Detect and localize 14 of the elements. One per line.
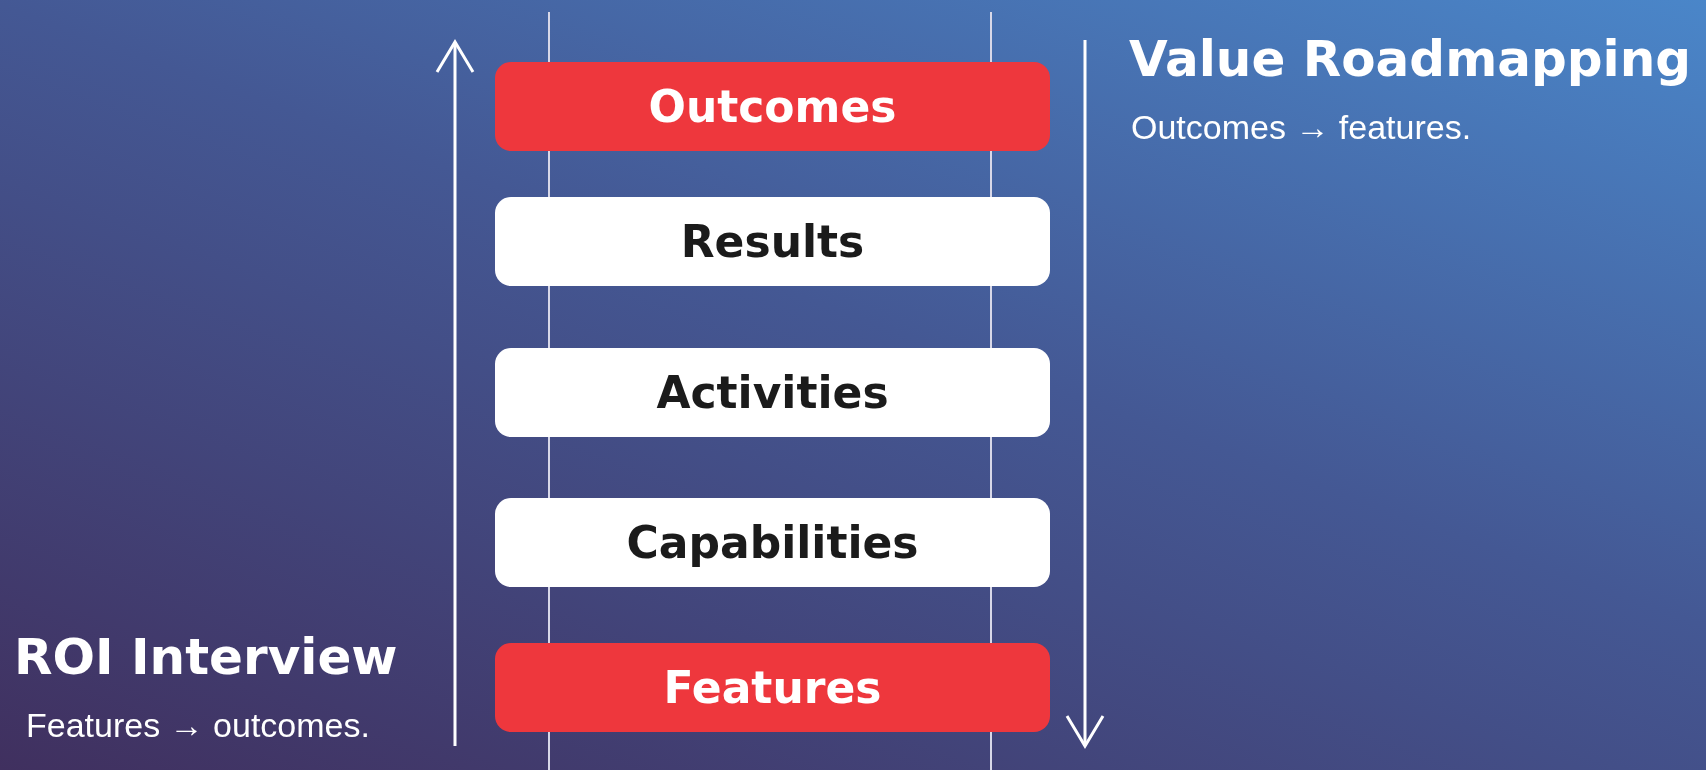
stage-label: Activities [656,367,889,418]
section-heading: ROI Interview [14,628,398,686]
stage-label: Features [663,662,882,713]
stage-box [495,498,1050,587]
section-description: Outcomes → features. [1131,108,1472,147]
stage-label: Capabilities [626,517,919,568]
stage-box [495,643,1050,732]
stage-label: Outcomes [648,81,897,132]
stage-label: Results [680,216,865,267]
section-heading: Value Roadmapping [1129,30,1692,88]
stage-box [495,197,1050,286]
stage-box [495,348,1050,437]
section-description: Features → outcomes. [26,706,370,745]
stage-box [495,62,1050,151]
